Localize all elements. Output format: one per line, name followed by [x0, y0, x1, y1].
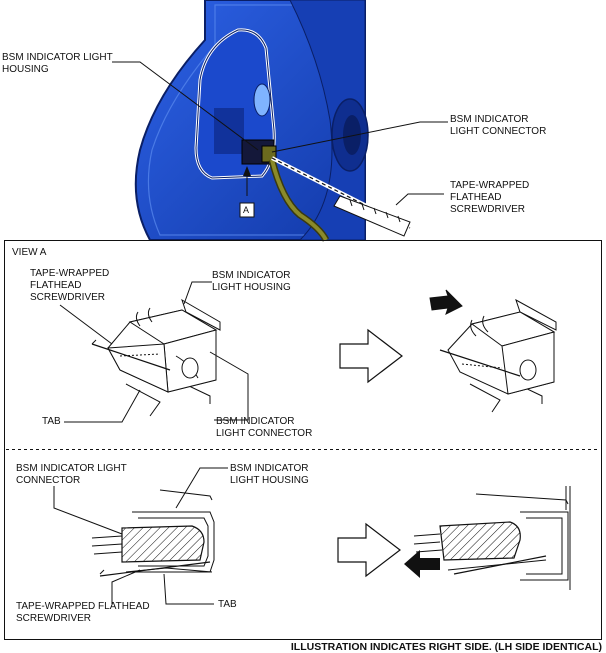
label-connector-section: BSM INDICATOR LIGHT CONNECTOR: [16, 463, 127, 486]
view-a-frame: [4, 240, 602, 640]
arrow-right-icon-lower: [337, 522, 401, 578]
caption-note: ILLUSTRATION INDICATES RIGHT SIDE. (LH S…: [290, 641, 602, 653]
label-housing-section: BSM INDICATOR LIGHT HOUSING: [230, 463, 309, 486]
connector-hatched-right: [439, 521, 521, 561]
section-left: [91, 489, 215, 577]
label-tab-view-a: TAB: [42, 416, 61, 427]
label-bsm-housing-top: BSM INDICATOR LIGHT HOUSING: [2, 52, 113, 75]
connector-hatched: [121, 525, 205, 563]
top-leader-lines: [112, 61, 448, 206]
label-screwdriver-section: TAPE-WRAPPED FLATHEAD SCREWDRIVER: [16, 601, 150, 624]
label-screwdriver-view-a: TAPE-WRAPPED FLATHEAD SCREWDRIVER: [30, 268, 110, 303]
label-connector-view-a: BSM INDICATOR LIGHT CONNECTOR: [216, 416, 313, 439]
mirror-illustration: [134, 0, 411, 242]
arrow-right-icon: [339, 328, 403, 384]
section-left-leaders: [53, 467, 228, 605]
arrow-left-icon: [404, 550, 440, 578]
view-a-marker: A: [243, 205, 250, 215]
arrow-push-icon: [429, 289, 463, 315]
label-bsm-connector-top: BSM INDICATOR LIGHT CONNECTOR: [450, 114, 547, 137]
indicator-lens: [253, 83, 271, 117]
label-tab-section: TAB: [218, 599, 237, 610]
label-screwdriver-top: TAPE-WRAPPED FLATHEAD SCREWDRIVER: [450, 180, 530, 215]
view-a-title: VIEW A: [12, 247, 47, 258]
iso-housing-right: [439, 298, 557, 413]
label-housing-view-a: BSM INDICATOR LIGHT HOUSING: [212, 270, 291, 293]
view-a-arrow-icon: [243, 166, 251, 176]
section-right: [413, 486, 571, 590]
view-a-leaders: [59, 281, 249, 423]
iso-housing-left: [91, 298, 221, 417]
mirror-recess: [289, 0, 366, 241]
